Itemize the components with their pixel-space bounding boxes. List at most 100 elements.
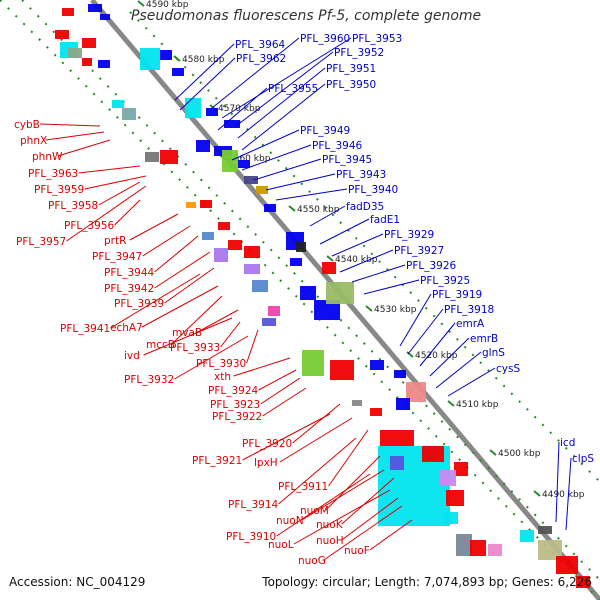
forward-gene-leader xyxy=(429,337,470,377)
reverse-gene-leader xyxy=(279,417,353,463)
genes-label: Genes: xyxy=(511,575,554,589)
gene-feature xyxy=(396,398,410,410)
gene-feature xyxy=(390,456,404,470)
forward-gene-leader xyxy=(555,441,560,523)
gene-feature xyxy=(556,556,578,574)
reverse-gene-label: PFL_3959 xyxy=(34,184,84,196)
reverse-gene-label: PFL_3930 xyxy=(196,358,246,370)
gene-feature xyxy=(300,286,316,300)
forward-gene-label: PFL_3918 xyxy=(444,304,494,316)
reverse-gene-label: PFL_3910 xyxy=(226,531,276,543)
gene-feature xyxy=(488,544,502,556)
reverse-gene-label: PFL_3963 xyxy=(28,168,78,180)
reverse-gene-label: xth xyxy=(214,371,231,383)
forward-gene-label: PFL_3950 xyxy=(326,79,376,91)
forward-gene-label: PFL_3945 xyxy=(322,154,372,166)
genes-value: 6,226 xyxy=(557,575,592,589)
gene-feature xyxy=(172,68,184,76)
genome-title: Pseudomonas fluorescens Pf-5, complete g… xyxy=(131,8,482,24)
forward-gene-leader xyxy=(174,43,235,101)
tick-label: 4590 kbp xyxy=(146,0,189,10)
tick-mark xyxy=(173,55,181,62)
forward-gene-leader xyxy=(275,188,348,201)
gene-feature xyxy=(406,382,426,402)
forward-gene-leader xyxy=(351,264,406,283)
tick-label: 4510 kbp xyxy=(456,400,499,410)
tick-mark xyxy=(326,255,334,262)
gene-feature xyxy=(446,490,464,506)
reverse-gene-leader xyxy=(78,165,141,174)
tick-mark xyxy=(365,305,373,312)
forward-gene-leader xyxy=(237,67,326,139)
gene-feature xyxy=(238,160,250,168)
forward-gene-label: fadD35 xyxy=(346,201,384,213)
forward-gene-label: PFL_3955 xyxy=(268,83,318,95)
gene-feature xyxy=(244,246,260,258)
forward-gene-leader xyxy=(399,293,432,347)
reverse-gene-leader xyxy=(45,131,105,141)
reverse-gene-label: lpxH xyxy=(254,457,278,469)
reverse-gene-leader xyxy=(154,235,199,273)
gene-feature xyxy=(326,282,354,304)
tick-label: 4560 kbp xyxy=(228,154,271,164)
reverse-gene-leader xyxy=(328,429,369,487)
gene-feature xyxy=(444,512,458,524)
forward-gene-label: fadE1 xyxy=(370,214,400,226)
gene-feature xyxy=(576,576,590,588)
forward-gene-label: emrA xyxy=(456,318,485,330)
accession-value: NC_004129 xyxy=(76,575,146,589)
reverse-gene-leader xyxy=(142,225,191,257)
reverse-gene-leader xyxy=(233,357,291,377)
tick-mark xyxy=(447,400,455,407)
gene-feature xyxy=(196,140,210,152)
reverse-gene-label: PFL_3933 xyxy=(170,342,220,354)
length-label: Length: xyxy=(374,575,421,589)
reverse-gene-leader xyxy=(341,477,395,525)
gene-feature xyxy=(160,50,172,60)
gene-feature xyxy=(370,360,384,370)
reverse-gene-leader xyxy=(110,273,201,329)
reverse-gene-label: PFL_3914 xyxy=(228,499,279,511)
forward-gene-leader xyxy=(231,129,300,161)
reverse-gene-label: PFL_3932 xyxy=(124,374,174,386)
gene-feature xyxy=(98,60,110,68)
gene-features xyxy=(55,4,590,588)
forward-gene-label: PFL_3949 xyxy=(300,125,350,137)
length-value: 7,074,893 bp; xyxy=(423,575,509,589)
topology-value: circular; xyxy=(322,575,371,589)
gene-feature xyxy=(200,200,212,208)
reverse-gene-leader xyxy=(341,497,399,541)
forward-gene-leader xyxy=(217,87,268,131)
forward-gene-label: emrB xyxy=(470,333,498,345)
reverse-gene-label: PFL_3957 xyxy=(16,236,66,248)
reverse-gene-label: PFL_3958 xyxy=(48,200,98,212)
forward-gene-label: PFL_3943 xyxy=(336,169,386,181)
reverse-gene-leader xyxy=(143,317,233,356)
tick-mark xyxy=(288,205,296,212)
reverse-gene-leader xyxy=(242,413,331,461)
tick-label: 4550 kbp xyxy=(297,205,340,215)
forward-gene-leader xyxy=(241,144,312,171)
forward-gene-leader xyxy=(179,57,236,111)
gene-feature xyxy=(264,204,276,212)
gene-feature xyxy=(322,262,336,274)
tick-label: 4540 kbp xyxy=(335,255,378,265)
reverse-gene-leader xyxy=(39,123,101,127)
forward-gene-leader xyxy=(211,37,300,109)
reverse-gene-leader xyxy=(325,455,381,511)
forward-gene-label: glnS xyxy=(482,347,505,359)
forward-gene-label: PFL_3926 xyxy=(406,260,457,272)
gene-feature xyxy=(330,360,354,380)
reverse-gene-label: nuoH xyxy=(316,535,344,547)
forward-gene-label: PFL_3952 xyxy=(334,47,384,59)
gene-feature xyxy=(302,350,324,376)
forward-gene-leader xyxy=(435,351,482,389)
reverse-gene-label: PFL_3944 xyxy=(104,267,155,279)
reverse-gene-leader xyxy=(220,321,241,348)
gene-feature xyxy=(262,318,276,326)
gene-feature xyxy=(394,370,406,378)
gene-feature xyxy=(202,232,214,240)
gene-feature xyxy=(82,58,92,66)
